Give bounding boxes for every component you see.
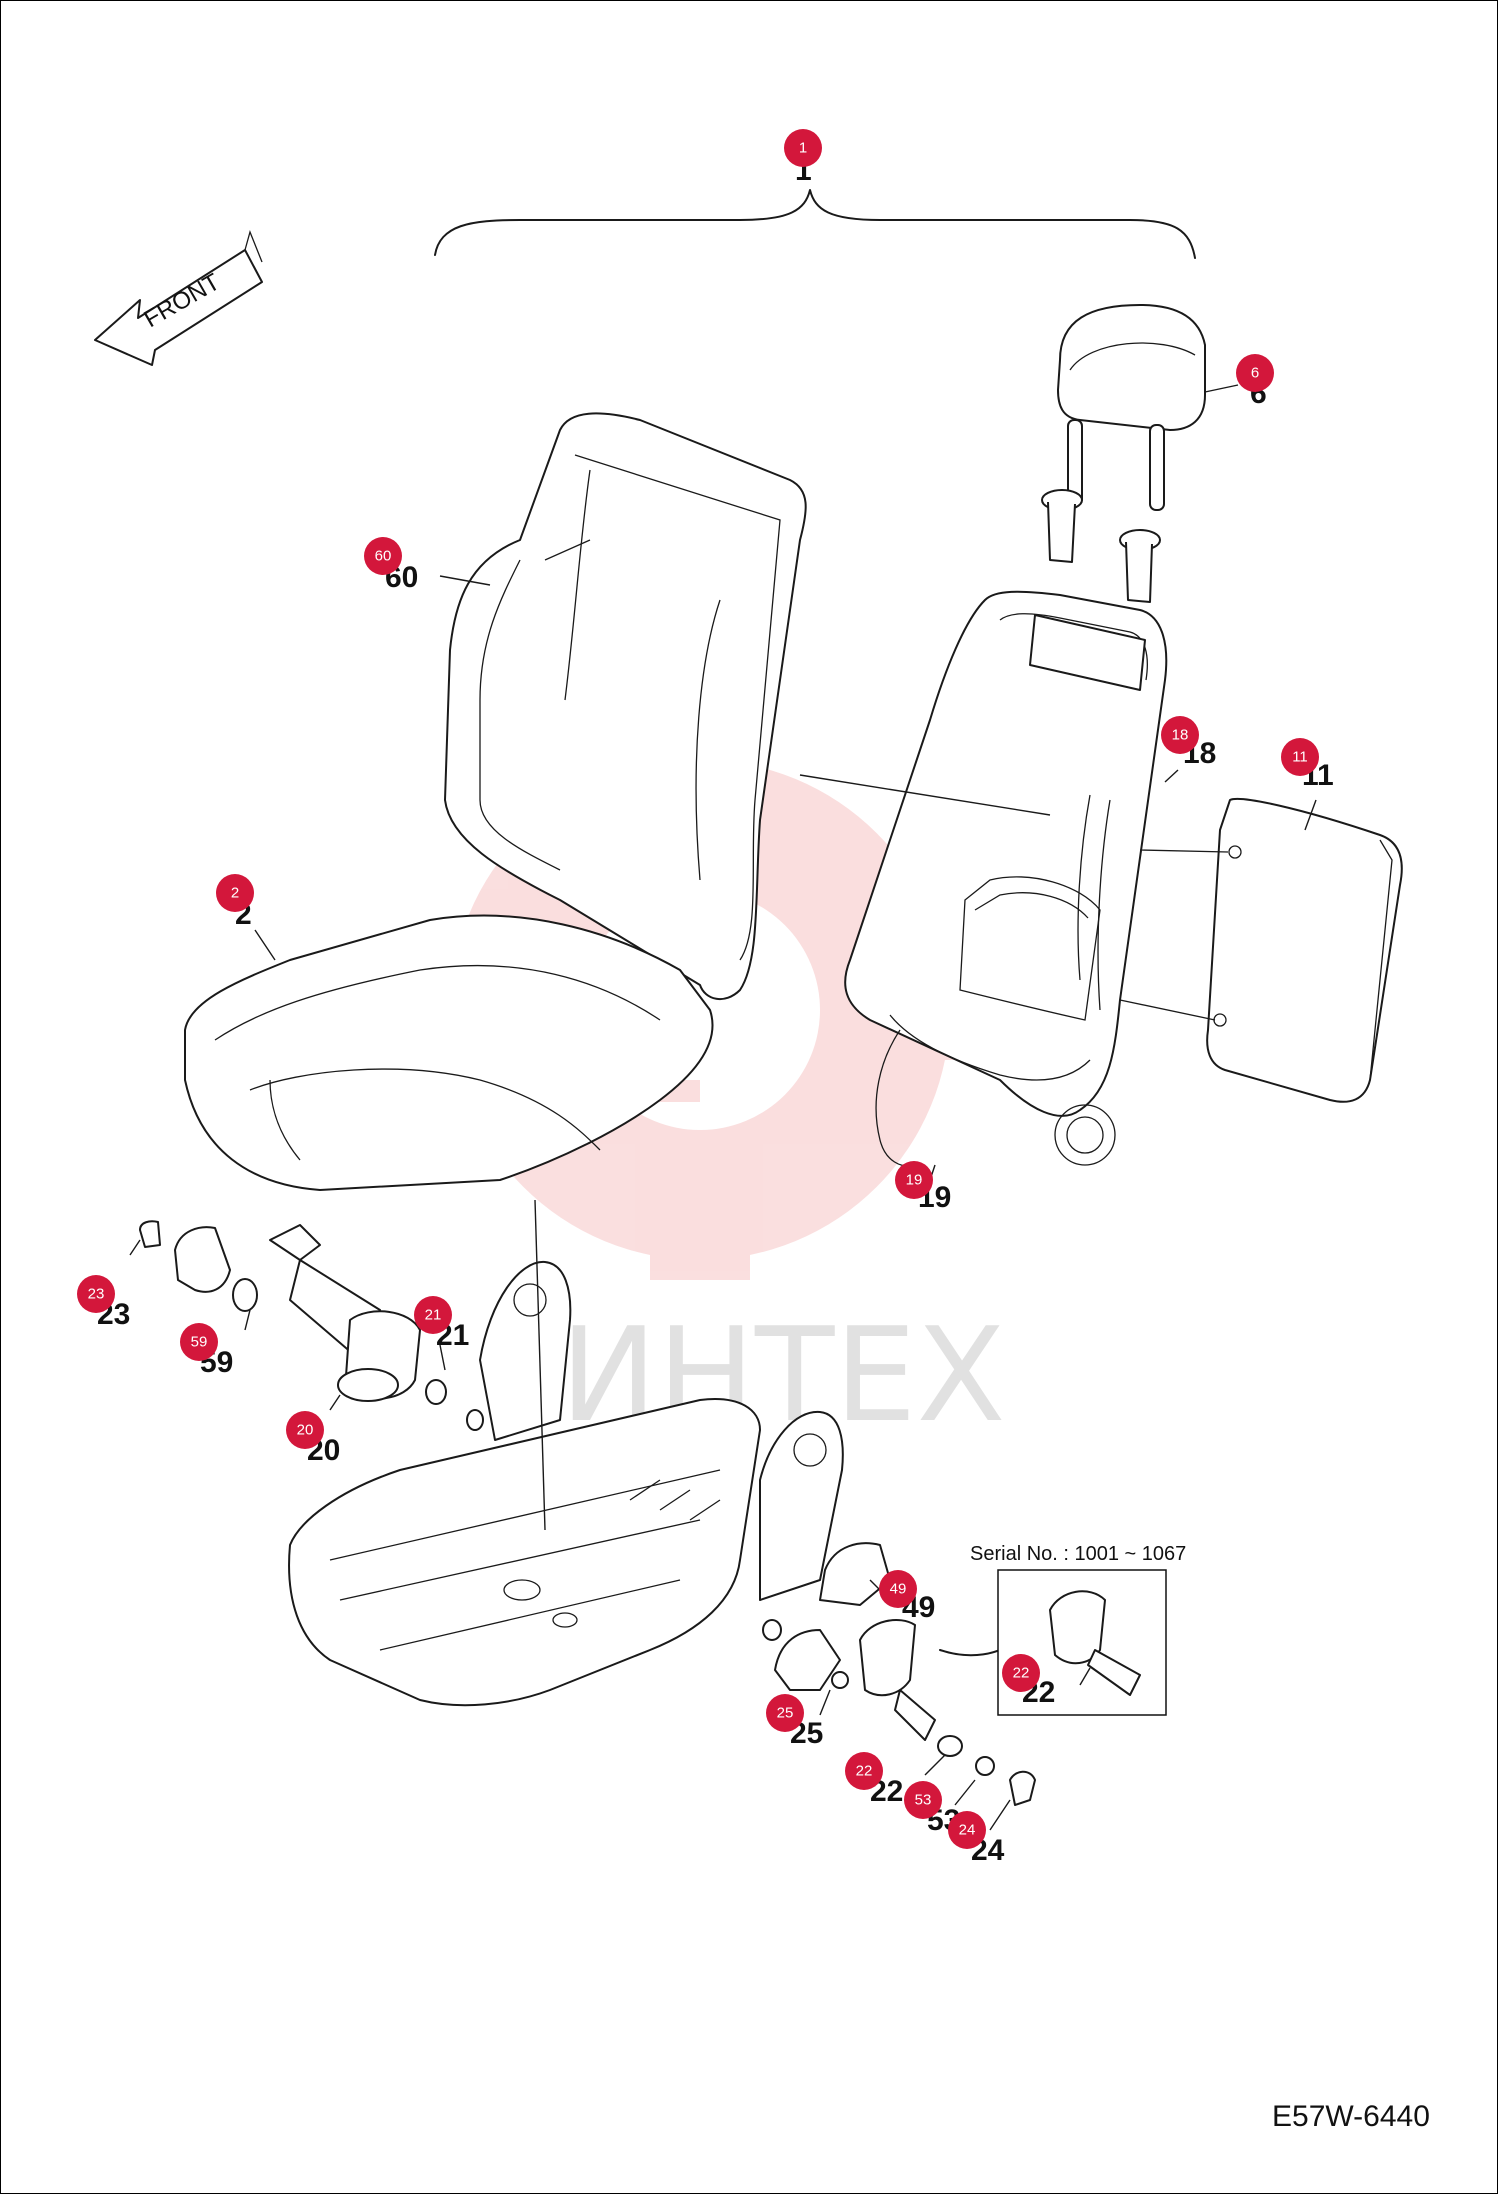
front-label: FRONT [140, 268, 225, 333]
callout-badge-20 [286, 1411, 324, 1449]
seat-base-frame [288, 1260, 844, 1707]
left-seatbelt-assembly [139, 1220, 484, 1431]
callout-badge-label-60: 60 [375, 548, 392, 565]
callout-badge-label-25: 25 [777, 1705, 794, 1722]
callout-badge-22b [845, 1752, 883, 1790]
callout-badge-label-22b: 22 [856, 1763, 873, 1780]
headrest [1041, 304, 1206, 603]
callout-badge-label-22a: 22 [1013, 1665, 1030, 1682]
callout-badge-18 [1161, 716, 1199, 754]
front-arrow-icon [94, 229, 263, 366]
callout-badge-label-24: 24 [959, 1822, 976, 1839]
callout-badge-label-53: 53 [915, 1792, 932, 1809]
assembly-centerline [534, 1199, 546, 1531]
callout-badge-label-2: 2 [231, 885, 239, 902]
seat-cushion [184, 914, 714, 1191]
callout-badge-23 [77, 1275, 115, 1313]
callout-badge-53 [904, 1781, 942, 1819]
callout-badge-19 [895, 1161, 933, 1199]
callout-badge-6 [1236, 354, 1274, 392]
right-seatbelt-assembly [762, 1542, 1036, 1806]
callout-badge-25 [766, 1694, 804, 1732]
callout-badge-label-19: 19 [906, 1172, 923, 1189]
inset-buckle [1049, 1590, 1141, 1696]
callout-badge-59 [180, 1323, 218, 1361]
seat-back-cushion [444, 412, 807, 1000]
callout-badge-2 [216, 874, 254, 912]
callout-badge-21 [414, 1296, 452, 1334]
callout-badge-60 [364, 537, 402, 575]
callout-badge-label-23: 23 [88, 1286, 105, 1303]
seat-back-frame [844, 590, 1168, 1167]
side-cover-panel [1119, 797, 1403, 1103]
callout-badge-label-11: 11 [1292, 749, 1308, 766]
callout-badge-11 [1281, 738, 1319, 776]
callout-badge-label-59: 59 [191, 1334, 208, 1351]
callout-badge-label-6: 6 [1251, 365, 1259, 382]
back-mount-line [799, 774, 1051, 816]
callout-badge-1 [784, 129, 822, 167]
callout-badge-49 [879, 1570, 917, 1608]
callout-badge-label-18: 18 [1172, 727, 1189, 744]
callout-layer: 1166606018181111221919232321215959202049… [77, 129, 1334, 1867]
diagram-code: E57W-6440 [1272, 2100, 1430, 2133]
callout-badge-24 [948, 1811, 986, 1849]
callout-badge-label-21: 21 [425, 1307, 442, 1324]
serial-note: Serial No. : 1001 ~ 1067 [970, 1543, 1186, 1565]
callout-badge-label-49: 49 [890, 1581, 907, 1598]
assembly-bracket [434, 189, 1196, 259]
callout-badge-label-20: 20 [297, 1422, 314, 1439]
callout-badge-label-1: 1 [799, 140, 807, 157]
callout-badge-22a [1002, 1654, 1040, 1692]
